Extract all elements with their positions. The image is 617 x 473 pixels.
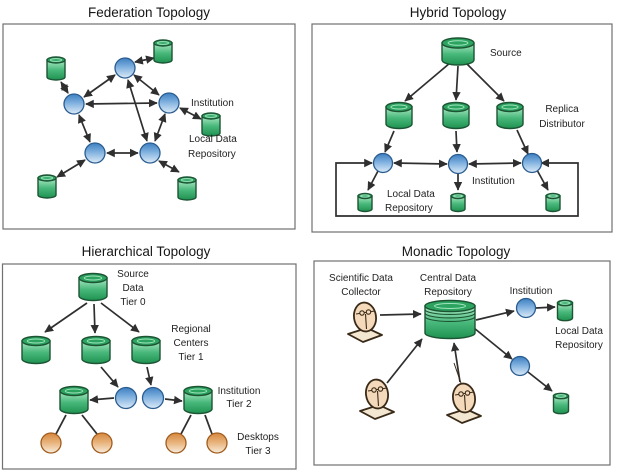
monadic-title: Monadic Topology: [402, 244, 511, 259]
scientific-data-collector-icon: [359, 378, 395, 420]
panel-hierarchical: Hierarchical Topology Source Data Ti: [1, 244, 297, 470]
central-repository-label: Central Data: [420, 273, 477, 284]
local-data-repository-label: Repository: [385, 203, 433, 214]
local-data-repository-cylinder: [177, 176, 197, 201]
tier0-label: Tier 0: [120, 297, 146, 308]
replica-distributor-cylinder: [496, 101, 524, 130]
regional-center-cylinder: [81, 335, 111, 365]
local-data-repository-label: Local Data: [189, 134, 237, 145]
tier3-label: Tier 3: [245, 446, 271, 457]
desktop-node: [40, 432, 62, 454]
local-data-repository-label: Local Data: [555, 326, 603, 337]
desktop-node: [206, 432, 228, 454]
hybrid-edges: [335, 62, 579, 217]
local-data-repository-label: Local Data: [387, 189, 435, 200]
institution-node: [63, 93, 85, 115]
tier2-label: Tier 2: [226, 399, 252, 410]
desktop-node: [91, 432, 113, 454]
scientific-data-collector-icon: [446, 382, 482, 424]
local-data-repository-cylinder: [357, 192, 373, 213]
local-data-repository-cylinder: [201, 112, 221, 137]
scientific-data-collector-icon: [347, 301, 383, 343]
collector-label: Scientific Data: [329, 273, 393, 284]
federation-title: Federation Topology: [88, 5, 210, 20]
hierarchical-frame: [1, 263, 297, 470]
local-data-repository-cylinder: [153, 39, 173, 64]
local-data-repository-cylinder: [556, 299, 574, 322]
local-data-repository-label: Repository: [188, 149, 236, 160]
local-data-repository-cylinder: [37, 174, 57, 199]
replica-distributor-cylinder: [385, 101, 413, 130]
institution-label: Institution: [472, 176, 515, 187]
feedback-loop: [335, 158, 579, 217]
source-data-cylinder: [78, 272, 108, 302]
replica-distributor-label: Distributor: [539, 119, 585, 130]
regional-center-cylinder: [21, 335, 51, 365]
tier1-label: Tier 1: [178, 352, 204, 363]
desktop-node: [165, 432, 187, 454]
tier3-label: Desktops: [237, 432, 279, 443]
institution-node: [114, 57, 136, 79]
local-data-repository-label: Repository: [555, 340, 603, 351]
institution-node: [515, 297, 537, 319]
institution-node: [521, 152, 543, 174]
hybrid-frame: [311, 23, 613, 233]
hybrid-title: Hybrid Topology: [410, 5, 507, 20]
replica-distributor-label: Replica: [545, 104, 579, 115]
federation-edges: [56, 55, 202, 178]
institution-node: [84, 142, 106, 164]
monadic-frame: [313, 260, 611, 466]
local-data-repository-cylinder: [450, 192, 466, 213]
institution-node: [372, 152, 394, 174]
monadic-edges: [379, 303, 556, 392]
tier0-label: Data: [122, 283, 144, 294]
local-data-repository-cylinder: [552, 392, 570, 415]
regional-center-cylinder: [131, 335, 161, 365]
panel-hybrid: Hybrid Topology Source Replica Distribu: [311, 5, 613, 233]
central-repository-label: Repository: [424, 287, 472, 298]
institution-node: [139, 142, 161, 164]
hierarchical-title: Hierarchical Topology: [82, 244, 211, 259]
federation-frame: [2, 23, 296, 230]
local-data-repository-cylinder: [46, 56, 66, 81]
antenna-feed-line: [453, 362, 463, 387]
institution-node: [141, 386, 165, 410]
institution-node: [447, 153, 469, 175]
replica-distributor-cylinder: [442, 101, 470, 130]
collector-label: Collector: [341, 287, 381, 298]
central-data-repository-cylinder: [424, 299, 476, 340]
institution-repository-cylinder: [183, 385, 213, 415]
source-label: Source: [490, 48, 522, 59]
tier2-label: Institution: [218, 386, 261, 397]
institution-node: [158, 92, 180, 114]
source-cylinder: [441, 37, 475, 66]
panel-monadic: Monadic Topology Scientific Data Collect…: [313, 244, 611, 466]
institution-node: [114, 386, 138, 410]
hierarchical-edges: [44, 302, 213, 435]
institution-node: [509, 355, 531, 377]
institution-label: Institution: [510, 286, 553, 297]
panel-federation: Federation Topology Institution Local Da…: [2, 5, 296, 230]
tier0-label: Source: [117, 269, 149, 280]
tier1-label: Centers: [173, 338, 208, 349]
tier1-label: Regional: [171, 324, 210, 335]
local-data-repository-cylinder: [545, 192, 561, 213]
institution-label: Institution: [191, 98, 234, 109]
institution-repository-cylinder: [59, 385, 89, 415]
